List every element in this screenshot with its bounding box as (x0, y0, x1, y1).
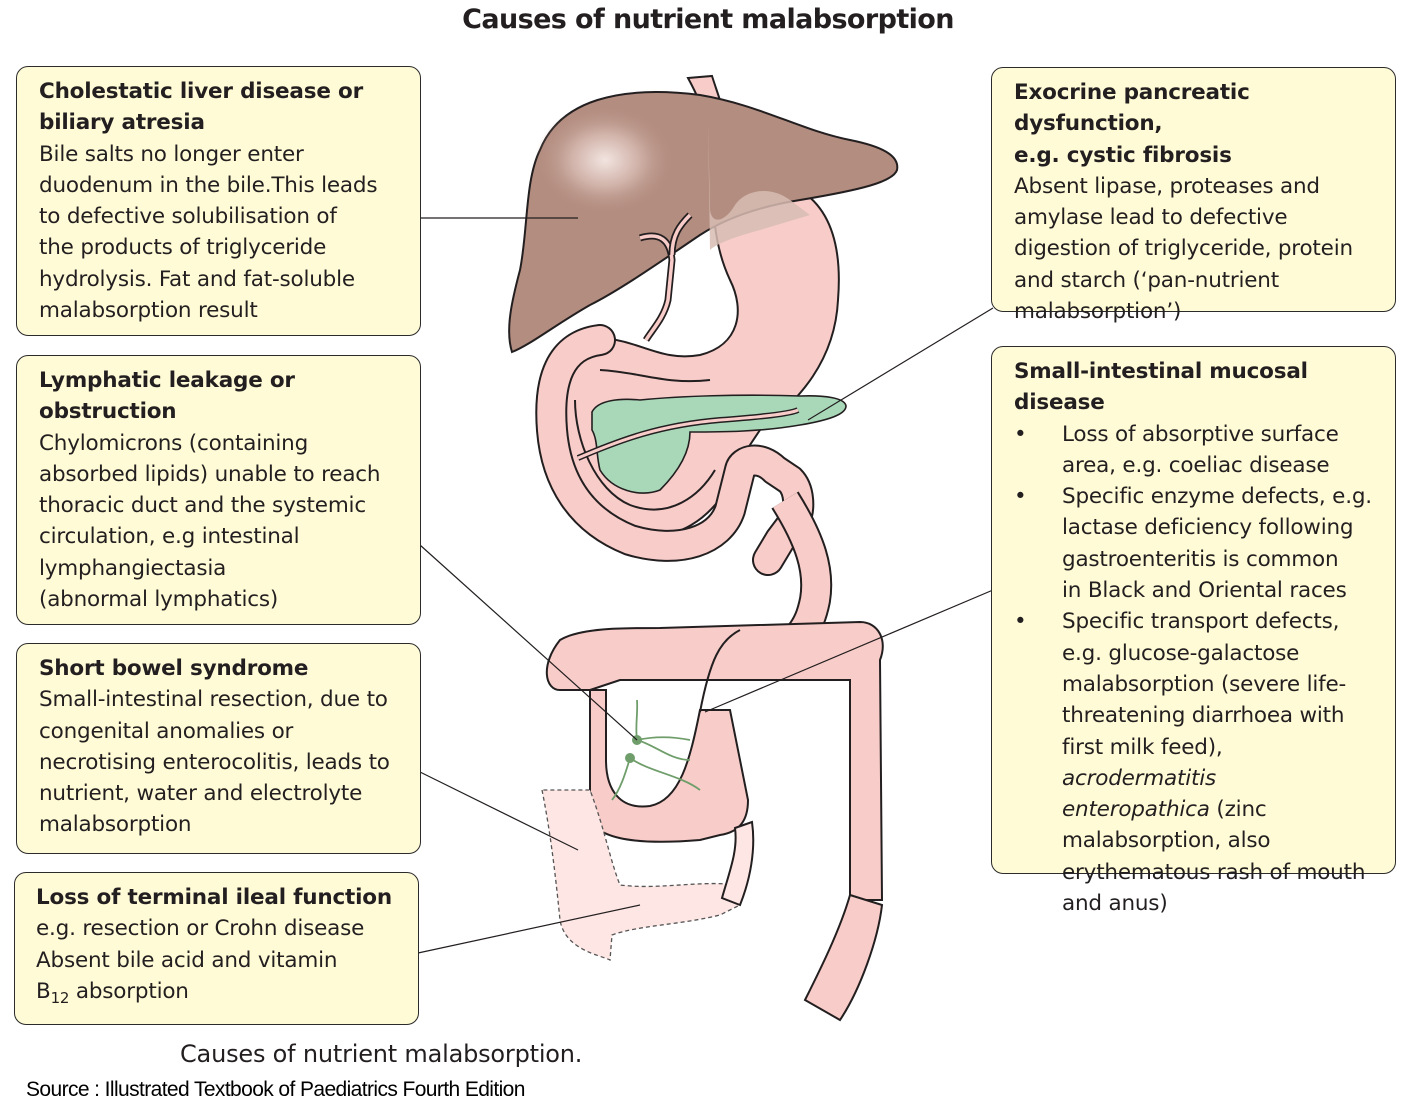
box-text: absorbed lipids) unable to reach (39, 461, 381, 487)
bullet-text: in Black and Oriental races (1062, 578, 1347, 604)
bullet-text: and anus) (1062, 891, 1168, 917)
box-text: (abnormal lymphatics) (39, 587, 279, 613)
leader-lymphatic (419, 544, 638, 741)
box-text: digestion of triglyceride, protein (1014, 236, 1353, 262)
bullet-text: malabsorption (severe life- (1062, 671, 1347, 697)
bullet-text: first milk feed), acrodermatitis (1062, 732, 1381, 795)
box-text: necrotising enterocolitis, leads to (39, 749, 390, 775)
box-text: nutrient, water and electrolyte (39, 781, 363, 807)
box-text: hydrolysis. Fat and fat-soluble (39, 266, 355, 292)
box-text: malabsorption (39, 812, 192, 838)
bullet-text: erythematous rash of mouth (1062, 859, 1366, 885)
pancreas (591, 394, 847, 494)
box-small-intestinal-mucosal-disease: Small-intestinal mucosal disease • Loss … (991, 346, 1396, 916)
bullet-text: area, e.g. coeliac disease (1062, 452, 1330, 478)
bullet-text: e.g. glucose-galactose (1062, 640, 1300, 666)
bullet-icon: • (1014, 421, 1027, 447)
box-heading: Small-intestinal mucosal disease (1014, 359, 1308, 416)
box-heading: Loss of terminal ileal function (36, 885, 392, 910)
leader-mucosal (704, 589, 994, 713)
bullet-icon: • (1014, 484, 1027, 510)
bullet-item: • Specific transport defects, e.g. gluco… (1014, 606, 1381, 919)
bullet-text: lactase deficiency following (1062, 515, 1354, 541)
bullet-text: malabsorption, also (1062, 828, 1271, 854)
terminal-ileum (720, 820, 755, 907)
box-cholestatic-liver-disease: Cholestatic liver disease or biliary atr… (16, 66, 421, 336)
box-heading: obstruction (39, 399, 177, 425)
box-heading: Cholestatic liver disease or (39, 79, 363, 104)
bullet-text-italic: acrodermatitis (1062, 765, 1217, 791)
bullet-item: • Specific enzyme defects, e.g. lactase … (1014, 481, 1381, 606)
box-text: congenital anomalies or (39, 718, 294, 744)
box-heading: Lymphatic leakage or (39, 368, 295, 393)
box-text: the products of triglyceride (39, 235, 327, 261)
box-text: malabsorption’) (1014, 299, 1182, 325)
leader-short-bowel (419, 771, 579, 851)
resected-bowel (541, 789, 741, 962)
box-heading: Exocrine pancreatic dysfunction, (1014, 80, 1250, 137)
bullet-text: Specific transport defects, (1062, 609, 1340, 635)
bullet-item: • Loss of absorptive surface area, e.g. … (1014, 419, 1381, 482)
box-heading: Short bowel syndrome (39, 656, 309, 681)
box-text: amylase lead to defective (1014, 205, 1288, 231)
box-exocrine-pancreatic-dysfunction: Exocrine pancreatic dysfunction, e.g. cy… (991, 67, 1396, 324)
box-text: circulation, e.g intestinal (39, 524, 300, 550)
vitamin-subscript: 12 (50, 988, 70, 1007)
colon (545, 620, 884, 901)
box-short-bowel-syndrome: Short bowel syndrome Small-intestinal re… (16, 643, 421, 854)
box-text: malabsorption result (39, 298, 258, 324)
box-text: B12 absorption (36, 976, 404, 1007)
box-text: Absent bile acid and vitamin (36, 947, 338, 973)
box-text: duodenum in the bile.This leads (39, 172, 378, 198)
lymphatics (611, 699, 701, 801)
box-text: Bile salts no longer enter (39, 141, 304, 167)
box-heading: biliary atresia (39, 110, 205, 136)
box-text: Absent lipase, proteases and (1014, 173, 1320, 199)
figure-caption: Causes of nutrient malabsorption. (180, 1040, 583, 1068)
bullet-text-normal: first milk feed), (1062, 734, 1223, 760)
page-title: Causes of nutrient malabsorption (462, 4, 954, 35)
box-text: to defective solubilisation of (39, 204, 337, 230)
box-text: e.g. resection or Crohn disease (36, 916, 365, 942)
bullet-icon: • (1014, 609, 1027, 635)
box-text: thoracic duct and the systemic (39, 493, 366, 519)
box-heading: e.g. cystic fibrosis (1014, 142, 1232, 168)
leader-pancreatic (807, 307, 994, 421)
box-terminal-ileal-function: Loss of terminal ileal function e.g. res… (14, 872, 419, 1025)
box-text: Chylomicrons (containing (39, 430, 309, 456)
bullet-text: enteropathica (zinc (1062, 794, 1381, 825)
bullet-text: threatening diarrhoea with (1062, 703, 1345, 729)
bullet-text: gastroenteritis is common (1062, 546, 1339, 572)
box-text: and starch (‘pan-nutrient (1014, 267, 1279, 293)
bullet-text: Specific enzyme defects, e.g. (1062, 484, 1372, 510)
box-text: Small-intestinal resection, due to (39, 687, 388, 713)
box-lymphatic-leakage: Lymphatic leakage or obstruction Chylomi… (16, 355, 421, 625)
bullet-text-normal: (zinc (1209, 797, 1267, 823)
leader-terminal-ileal (417, 904, 641, 954)
source-credit: Source : Illustrated Textbook of Paediat… (26, 1078, 525, 1101)
bullet-text: Loss of absorptive surface (1062, 421, 1339, 447)
vitamin-b: B (36, 978, 51, 1004)
absorption-text: absorption (69, 978, 189, 1004)
bullet-text-italic: enteropathica (1062, 797, 1210, 823)
box-text: lymphangiectasia (39, 555, 227, 581)
